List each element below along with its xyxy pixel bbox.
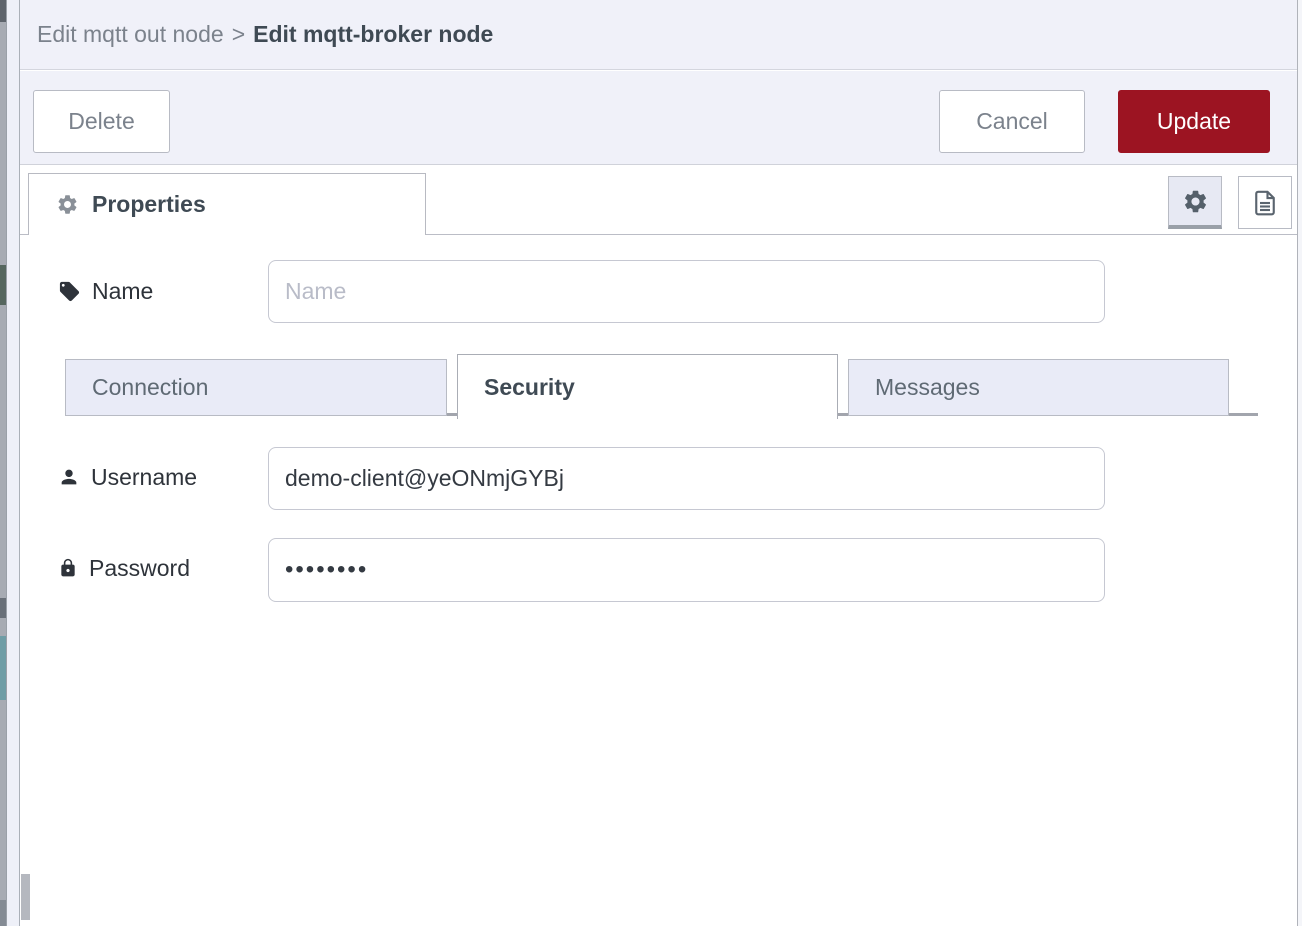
cancel-button[interactable]: Cancel xyxy=(939,90,1085,153)
broker-settings-tabs: Connection Security Messages xyxy=(65,354,1258,419)
tab-security-label: Security xyxy=(484,373,575,400)
password-input[interactable] xyxy=(268,538,1105,602)
name-input[interactable] xyxy=(268,260,1105,323)
gear-icon xyxy=(1182,188,1209,215)
gear-icon xyxy=(56,193,79,216)
username-input[interactable] xyxy=(268,447,1105,510)
name-field-label: Name xyxy=(58,266,153,316)
workspace-edge xyxy=(0,0,6,926)
tray-resize-gutter[interactable] xyxy=(6,0,20,926)
tab-messages-label: Messages xyxy=(875,374,980,400)
breadcrumb-separator: > xyxy=(231,21,246,47)
username-field-label: Username xyxy=(58,452,197,502)
edit-config-node-button[interactable] xyxy=(1168,176,1222,229)
tab-messages[interactable]: Messages xyxy=(848,359,1229,416)
tab-properties[interactable]: Properties xyxy=(28,173,426,235)
workspace-fragment xyxy=(0,265,6,305)
dialog-toolbar: Delete Cancel Update xyxy=(20,71,1297,165)
workspace-fragment xyxy=(0,636,6,700)
scrollbar-thumb[interactable] xyxy=(21,874,30,920)
username-label-text: Username xyxy=(91,463,198,490)
properties-tab-bar: Properties xyxy=(20,165,1297,235)
tab-properties-label: Properties xyxy=(92,191,206,217)
workspace-fragment xyxy=(0,598,6,618)
delete-button[interactable]: Delete xyxy=(33,90,170,153)
update-button[interactable]: Update xyxy=(1118,90,1270,153)
workspace-fragment xyxy=(0,0,6,22)
node-description-button[interactable] xyxy=(1238,176,1292,229)
tab-connection[interactable]: Connection xyxy=(65,359,447,416)
node-edit-form: Name Connection Security Messages Userna… xyxy=(20,236,1296,926)
breadcrumb-current: Edit mqtt-broker node xyxy=(253,21,494,47)
lock-icon xyxy=(58,557,78,579)
password-label-text: Password xyxy=(89,554,190,581)
workspace-fragment xyxy=(0,900,6,926)
tab-connection-label: Connection xyxy=(92,374,209,400)
tab-security[interactable]: Security xyxy=(457,354,838,419)
password-field-label: Password xyxy=(58,543,190,593)
document-icon xyxy=(1250,188,1280,218)
tag-icon xyxy=(58,280,81,303)
edit-node-dialog: Edit mqtt out node > Edit mqtt-broker node… xyxy=(20,0,1298,926)
breadcrumb: Edit mqtt out node > Edit mqtt-broker node xyxy=(20,0,1297,70)
user-icon xyxy=(58,466,80,488)
name-label-text: Name xyxy=(92,277,154,304)
breadcrumb-parent[interactable]: Edit mqtt out node xyxy=(37,21,224,47)
